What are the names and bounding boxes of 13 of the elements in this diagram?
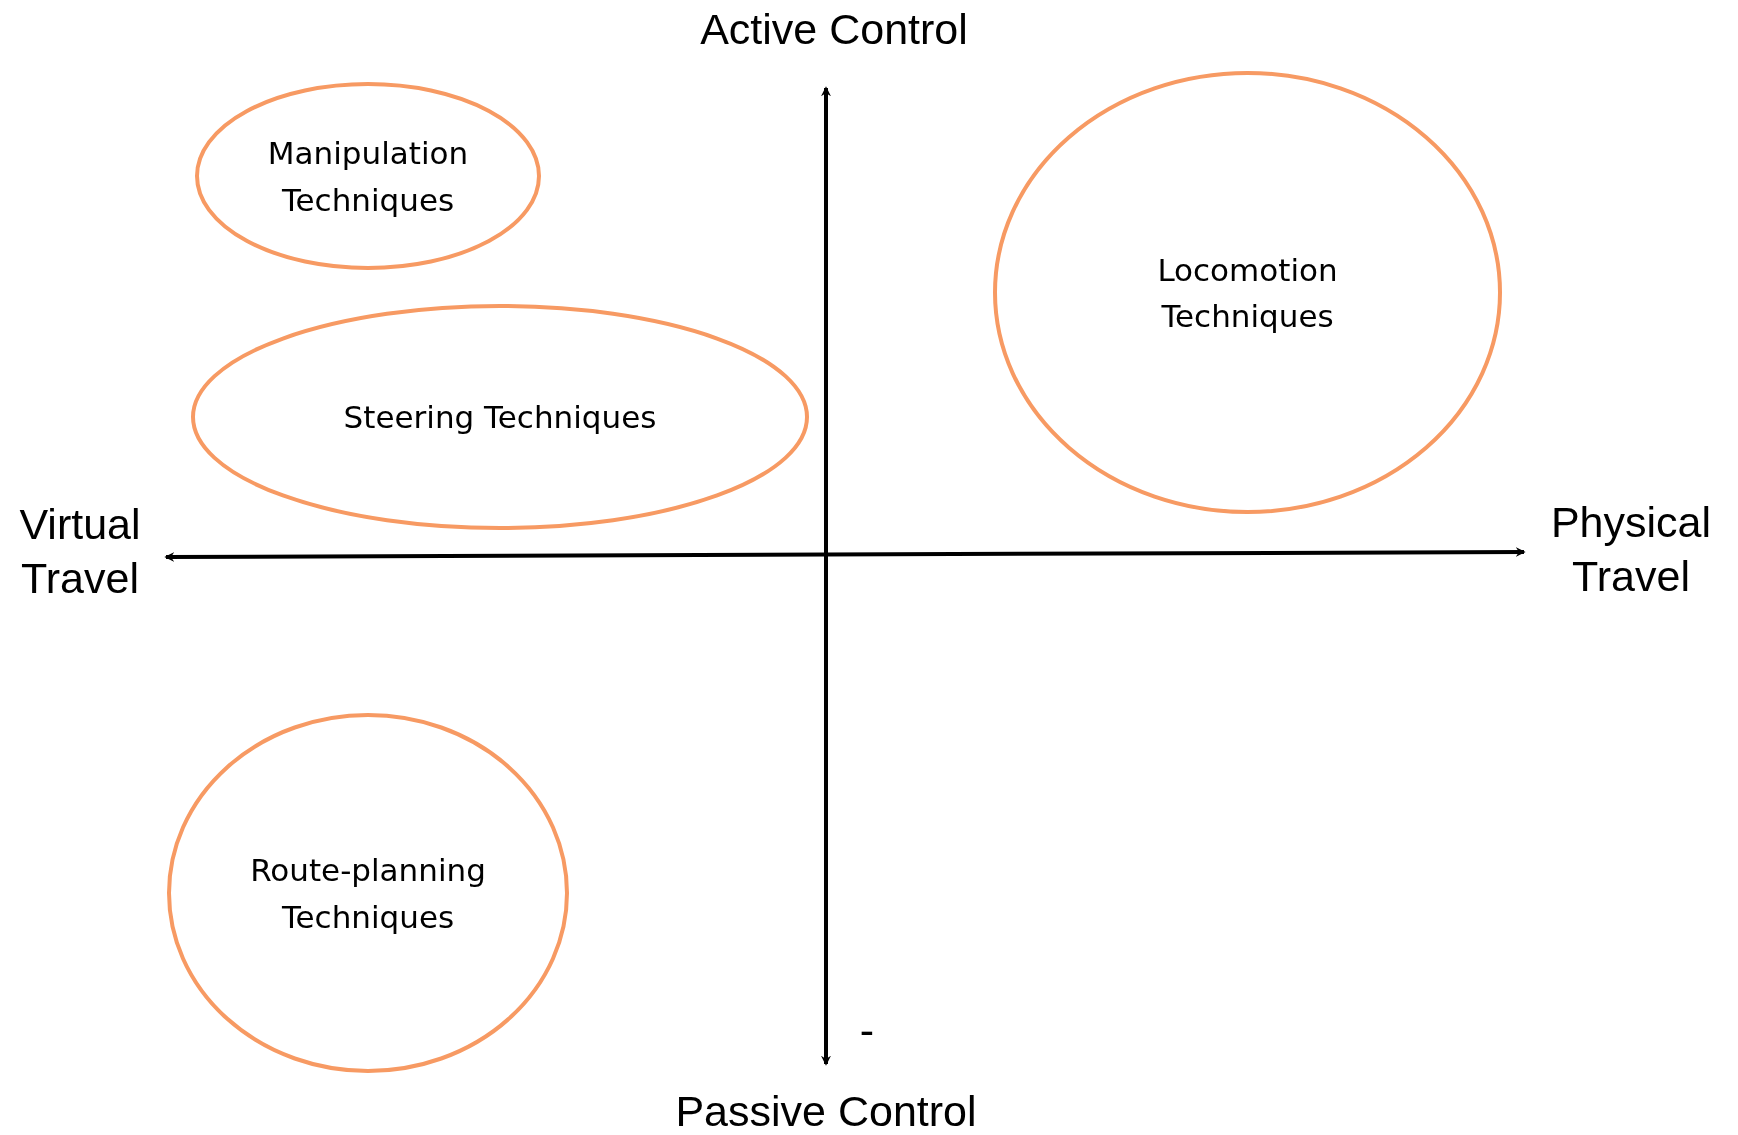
node-label: Locomotion Techniques: [1156, 250, 1339, 336]
technique-ellipse: [167, 713, 569, 1073]
technique-ellipse: [195, 82, 541, 270]
technique-ellipse: [191, 304, 809, 530]
node-label: Route-planning Techniques: [249, 850, 487, 936]
axis-label: Active Control: [699, 4, 969, 56]
axis-label: Passive Control: [674, 1086, 978, 1135]
axis-mark: -: [858, 1005, 876, 1057]
axis-label: Physical Travel: [1549, 497, 1713, 602]
technique-ellipse: [993, 71, 1502, 514]
node-label: Manipulation Techniques: [266, 133, 470, 219]
node-label: Steering Techniques: [342, 397, 658, 437]
axis-label: Virtual Travel: [18, 499, 142, 604]
